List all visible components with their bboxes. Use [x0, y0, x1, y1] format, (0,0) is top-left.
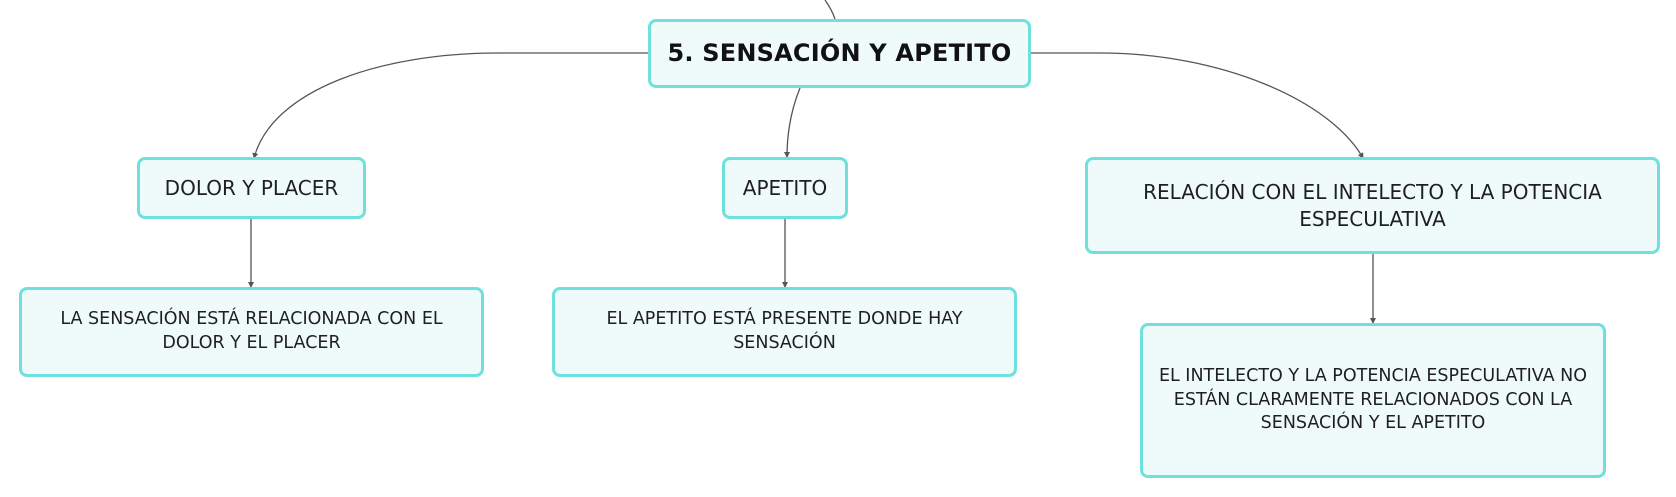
- branch-node-relacion-intelecto[interactable]: RELACIÓN CON EL INTELECTO Y LA POTENCIA …: [1085, 157, 1660, 254]
- leaf-node-intelecto-no-relacionado[interactable]: EL INTELECTO Y LA POTENCIA ESPECULATIVA …: [1140, 323, 1606, 478]
- branch-node-label: RELACIÓN CON EL INTELECTO Y LA POTENCIA …: [1143, 179, 1602, 231]
- branch-node-label: APETITO: [742, 175, 828, 200]
- branch-node-apetito[interactable]: APETITO: [722, 157, 848, 219]
- branch-node-label: DOLOR Y PLACER: [164, 175, 339, 200]
- leaf-node-label: EL APETITO ESTÁ PRESENTE DONDE HAY SENSA…: [606, 309, 963, 353]
- leaf-node-sensacion-dolor-placer[interactable]: LA SENSACIÓN ESTÁ RELACIONADA CON EL DOL…: [19, 287, 484, 377]
- connector-root-to-dolor-y-placer: [252, 52, 648, 159]
- connector-root-to-apetito: [784, 87, 801, 158]
- connector-root-to-relacion: [1030, 52, 1364, 159]
- leaf-node-label: EL INTELECTO Y LA POTENCIA ESPECULATIVA …: [1158, 366, 1588, 434]
- root-node[interactable]: 5. SENSACIÓN Y APETITO: [648, 19, 1031, 88]
- incoming-parent-connector: [824, 0, 836, 20]
- branch-node-dolor-y-placer[interactable]: DOLOR Y PLACER: [137, 157, 366, 219]
- root-node-label: 5. SENSACIÓN Y APETITO: [667, 39, 1012, 68]
- leaf-node-label: LA SENSACIÓN ESTÁ RELACIONADA CON EL DOL…: [60, 309, 443, 353]
- leaf-node-apetito-sensacion[interactable]: EL APETITO ESTÁ PRESENTE DONDE HAY SENSA…: [552, 287, 1017, 377]
